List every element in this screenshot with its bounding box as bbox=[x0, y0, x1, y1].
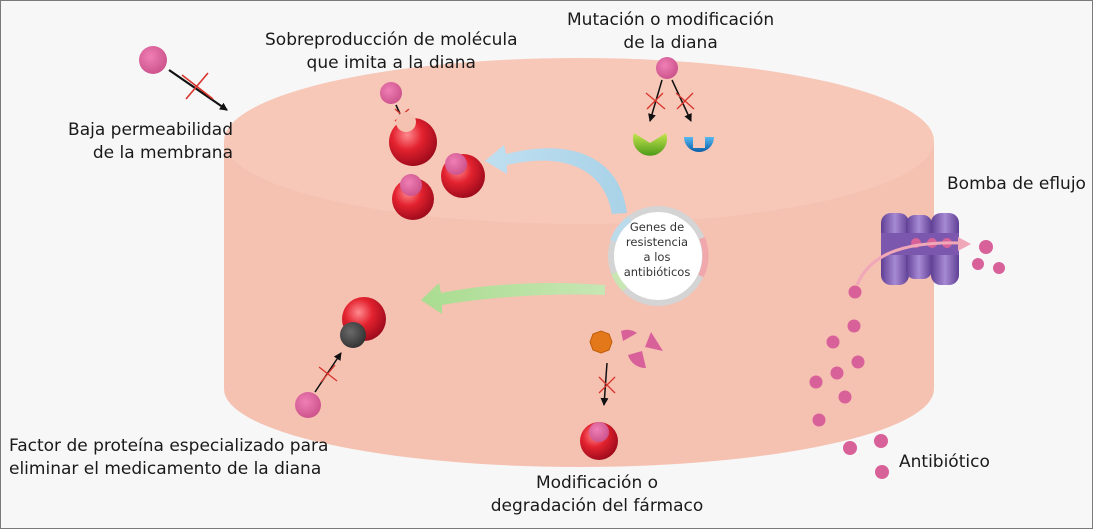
label-sobreproduccion: Sobreproducción de molécula que imita a … bbox=[265, 30, 518, 73]
label-bomba-eflujo: Bomba de eflujo bbox=[947, 174, 1086, 194]
label-mutacion: Mutación o modificación de la diana bbox=[567, 10, 775, 53]
gene-arrow-to-protein bbox=[421, 282, 605, 314]
gene-arrow-to-decoy bbox=[485, 145, 627, 214]
protein-factor-group bbox=[295, 297, 386, 418]
drug-degradation-group bbox=[580, 329, 663, 460]
blocked-entry-antibiotic bbox=[139, 46, 228, 111]
decoy-molecule-group bbox=[380, 82, 485, 220]
target-mutation-group bbox=[633, 57, 714, 156]
label-antibiotico: Antibiótico bbox=[899, 452, 990, 472]
resistance-plasmid bbox=[608, 206, 709, 306]
label-modificacion-farmaco: Modificación o degradación del fármaco bbox=[490, 473, 704, 516]
cell-membrane bbox=[224, 58, 934, 467]
label-baja-permeabilidad: Baja permeabilidad de la membrana bbox=[68, 120, 233, 163]
antibiotic-molecules bbox=[809, 240, 1005, 479]
label-factor-proteina: Factor de proteína especializado para el… bbox=[9, 436, 329, 479]
label-genes-resistencia: Genes de resistencia a los antibióticos bbox=[623, 220, 691, 279]
efflux-pump bbox=[855, 213, 971, 286]
